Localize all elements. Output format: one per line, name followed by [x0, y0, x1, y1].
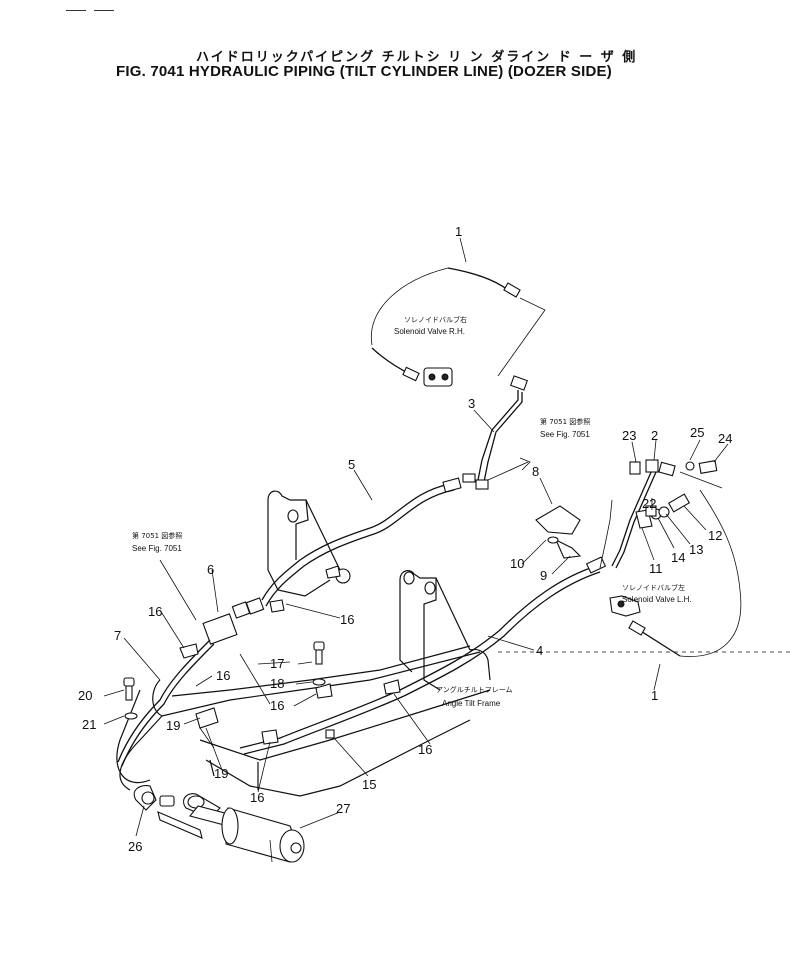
part-num-11: 11: [649, 561, 663, 576]
fittings-11-14: [635, 493, 691, 529]
part-num-7: 7: [114, 628, 121, 643]
part-num-20: 20: [78, 688, 92, 703]
label-angle-tilt-frame: Angle Tilt Frame: [442, 699, 501, 708]
part-24-bolt: [698, 460, 718, 474]
clamps-16: [179, 565, 401, 745]
solenoid-valve-rh: [423, 367, 453, 387]
left-upright-bracket: [267, 490, 351, 597]
part-num-10: 10: [510, 556, 524, 571]
part-num-14: 14: [671, 550, 685, 565]
part-num-18: 18: [270, 676, 284, 691]
part-num-16-a: 16: [148, 604, 162, 619]
part-num-9: 9: [540, 568, 547, 583]
part-num-8: 8: [532, 464, 539, 479]
part-num-13: 13: [689, 542, 703, 557]
part-num-3: 3: [468, 396, 475, 411]
title-japanese: ハイドロリックパイピング チルトシ リ ン ダライン ド ー ザ 側: [196, 50, 638, 65]
part-num-16-b: 16: [340, 612, 354, 627]
part-num-5: 5: [348, 457, 355, 472]
part-23-fitting: [629, 461, 641, 475]
part-num-16-f: 16: [250, 790, 264, 805]
hose-7: [117, 639, 215, 767]
part-num-21: 21: [82, 717, 96, 732]
label-solenoid-lh-jp: ソレノイドバルブ左: [622, 583, 685, 592]
label-solenoid-lh: Solenoid Valve L.H.: [622, 595, 692, 604]
tilt-cylinder-27: [183, 793, 305, 863]
part-num-26: 26: [128, 839, 142, 854]
pipe-5: [261, 477, 462, 607]
figure-title: FIG. 7041 HYDRAULIC PIPING (TILT CYLINDE…: [116, 63, 612, 80]
part-num-1-top: 1: [455, 224, 462, 239]
label-see-fig-right: See Fig. 7051: [540, 430, 590, 439]
part-num-19-a: 19: [166, 718, 180, 733]
part-num-16-c: 16: [216, 668, 230, 683]
label-see-fig-right-jp: 第 7051 図参照: [540, 417, 590, 426]
part-num-27: 27: [336, 801, 350, 816]
right-upright-bracket: [399, 570, 491, 691]
pin-26: [133, 785, 203, 839]
part-num-15: 15: [362, 777, 376, 792]
manifold-block-6: [159, 559, 265, 645]
part-num-25: 25: [690, 425, 704, 440]
leader-lines: [103, 237, 729, 837]
part-num-16-e: 16: [418, 742, 432, 757]
bolt-20: [123, 677, 138, 720]
hose-1-bottom: [628, 489, 742, 657]
label-angle-tilt-jp: アングルチルトフレーム: [436, 685, 513, 694]
header-rule-right: [94, 10, 114, 11]
part-num-4: 4: [536, 643, 543, 658]
bolt-17: [312, 641, 326, 686]
label-see-fig-left: See Fig. 7051: [132, 544, 182, 553]
part-num-1-bottom: 1: [651, 688, 658, 703]
part-num-6: 6: [207, 562, 214, 577]
part-num-2: 2: [651, 428, 658, 443]
part-num-22: 22: [642, 496, 656, 511]
pipe-3: [462, 375, 531, 490]
part-15: [325, 729, 335, 739]
part-numbers: 1 1 2 3 4 5 6 7 8 9 10 11 12 13 14 15 16…: [78, 224, 732, 854]
label-solenoid-rh: Solenoid Valve R.H.: [394, 327, 465, 336]
hose-1-top: [370, 267, 546, 382]
pipe-4: [239, 499, 613, 755]
part-num-23: 23: [622, 428, 636, 443]
header-rule-left: [66, 10, 86, 11]
bracket-8: [535, 505, 582, 559]
part-19: [195, 707, 219, 749]
solenoid-valve-lh: [609, 595, 641, 617]
part-num-24: 24: [718, 431, 732, 446]
label-see-fig-left-jp: 第 7051 図参照: [132, 531, 182, 540]
part-25-washer: [685, 461, 695, 471]
pipe-2: [611, 459, 723, 569]
part-num-17: 17: [270, 656, 284, 671]
part-num-16-d: 16: [270, 698, 284, 713]
part-num-19-b: 19: [214, 766, 228, 781]
label-solenoid-rh-jp: ソレノイドバルブ右: [404, 315, 467, 324]
part-num-12: 12: [708, 528, 722, 543]
